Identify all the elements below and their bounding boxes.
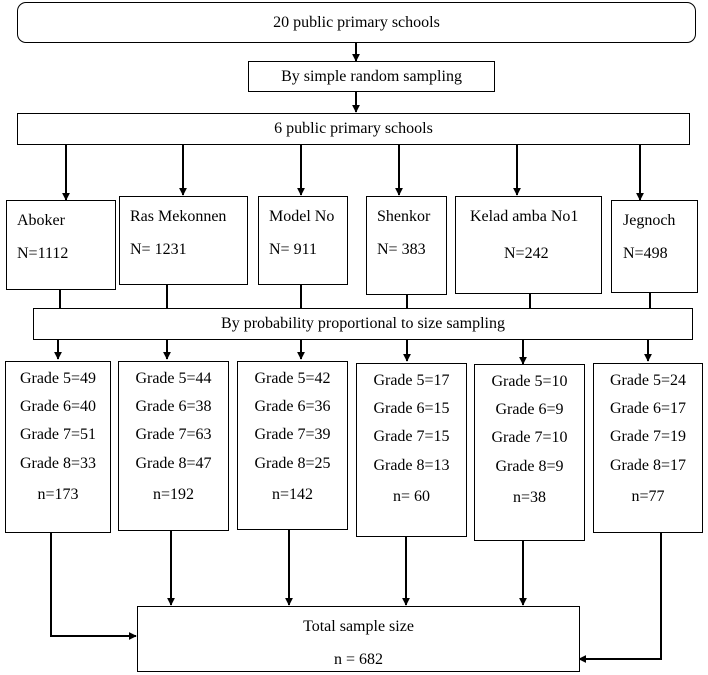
school-population: N= 911 xyxy=(269,241,317,259)
simple-random-sampling-label: By simple random sampling xyxy=(281,67,462,85)
selected-schools-label: 6 public primary schools xyxy=(274,120,433,138)
school-sample-size: n=192 xyxy=(152,485,195,503)
school-name: Aboker xyxy=(17,212,65,229)
grade-6-count: Grade 6=17 xyxy=(609,400,687,418)
school-population: N=242 xyxy=(504,245,549,263)
grade-6-count: Grade 6=38 xyxy=(135,398,212,416)
school-sample-size: n=77 xyxy=(631,487,665,505)
grade-7-count: Grade 7=39 xyxy=(254,426,331,444)
grade-7-count: Grade 7=19 xyxy=(609,428,687,446)
grade-5-count: Grade 5=49 xyxy=(19,370,97,387)
school-population: N=1112 xyxy=(17,245,69,263)
sample-box-shenkor: Grade 5=17 Grade 6=15 Grade 7=15 Grade 8… xyxy=(356,363,467,537)
school-name: Ras Mekonnen xyxy=(130,208,227,225)
grade-7-count: Grade 7=51 xyxy=(19,426,97,444)
total-sample-size: n = 682 xyxy=(333,651,384,669)
grade-6-count: Grade 6=15 xyxy=(373,400,450,418)
school-name: Model No xyxy=(269,208,335,225)
pps-sampling-box: By probability proportional to size samp… xyxy=(33,308,693,340)
population-box: 20 public primary schools xyxy=(17,2,696,43)
grade-5-count: Grade 5=17 xyxy=(373,372,450,389)
population-label: 20 public primary schools xyxy=(273,13,440,31)
grade-5-count: Grade 5=10 xyxy=(491,373,568,390)
grade-6-count: Grade 6=40 xyxy=(19,398,97,416)
grade-5-count: Grade 5=42 xyxy=(254,370,331,387)
sample-box-kelad-amba: Grade 5=10 Grade 6=9 Grade 7=10 Grade 8=… xyxy=(474,364,585,541)
school-sample-size: n=173 xyxy=(37,485,79,503)
school-population: N= 1231 xyxy=(130,241,187,259)
grade-8-count: Grade 8=47 xyxy=(135,454,212,472)
school-sample-size: n=38 xyxy=(512,488,547,506)
grade-8-count: Grade 8=33 xyxy=(19,454,97,472)
school-name: Shenkor xyxy=(377,208,431,225)
pps-sampling-label: By probability proportional to size samp… xyxy=(221,315,505,333)
grade-8-count: Grade 8=25 xyxy=(254,454,331,472)
simple-random-sampling-box: By simple random sampling xyxy=(248,61,495,92)
sample-box-jegnoch: Grade 5=24 Grade 6=17 Grade 7=19 Grade 8… xyxy=(593,363,703,533)
grade-6-count: Grade 6=9 xyxy=(495,401,564,419)
sample-box-model-no: Grade 5=42 Grade 6=36 Grade 7=39 Grade 8… xyxy=(237,361,348,530)
school-box-ras-mekonnen: Ras Mekonnen N= 1231 xyxy=(119,196,248,285)
school-sample-size: n= 60 xyxy=(392,487,431,505)
school-box-aboker: Aboker N=1112 xyxy=(6,200,116,290)
grade-6-count: Grade 6=36 xyxy=(254,398,331,416)
grade-8-count: Grade 8=13 xyxy=(373,456,450,474)
school-population: N= 383 xyxy=(377,241,426,259)
grade-7-count: Grade 7=15 xyxy=(373,428,450,446)
school-box-shenkor: Shenkor N= 383 xyxy=(366,196,447,295)
grade-7-count: Grade 7=10 xyxy=(491,429,568,447)
school-name: Jegnoch xyxy=(623,212,676,229)
total-sample-label: Total sample size xyxy=(303,618,414,635)
selected-schools-box: 6 public primary schools xyxy=(17,113,690,145)
school-box-jegnoch: Jegnoch N=498 xyxy=(611,200,698,293)
grade-8-count: Grade 8=17 xyxy=(609,456,687,474)
grade-7-count: Grade 7=63 xyxy=(135,426,212,444)
sample-box-ras-mekonnen: Grade 5=44 Grade 6=38 Grade 7=63 Grade 8… xyxy=(118,361,229,531)
total-sample-box: Total sample size n = 682 xyxy=(137,606,580,672)
school-name: Kelad amba No1 xyxy=(470,208,579,225)
school-box-model-no: Model No N= 911 xyxy=(258,196,348,285)
school-sample-size: n=142 xyxy=(271,485,314,503)
sample-box-aboker: Grade 5=49 Grade 6=40 Grade 7=51 Grade 8… xyxy=(5,361,111,533)
grade-5-count: Grade 5=24 xyxy=(609,372,687,389)
school-box-kelad-amba: Kelad amba No1 N=242 xyxy=(455,196,602,294)
school-population: N=498 xyxy=(623,245,668,263)
grade-8-count: Grade 8=9 xyxy=(495,457,564,475)
grade-5-count: Grade 5=44 xyxy=(135,370,212,387)
